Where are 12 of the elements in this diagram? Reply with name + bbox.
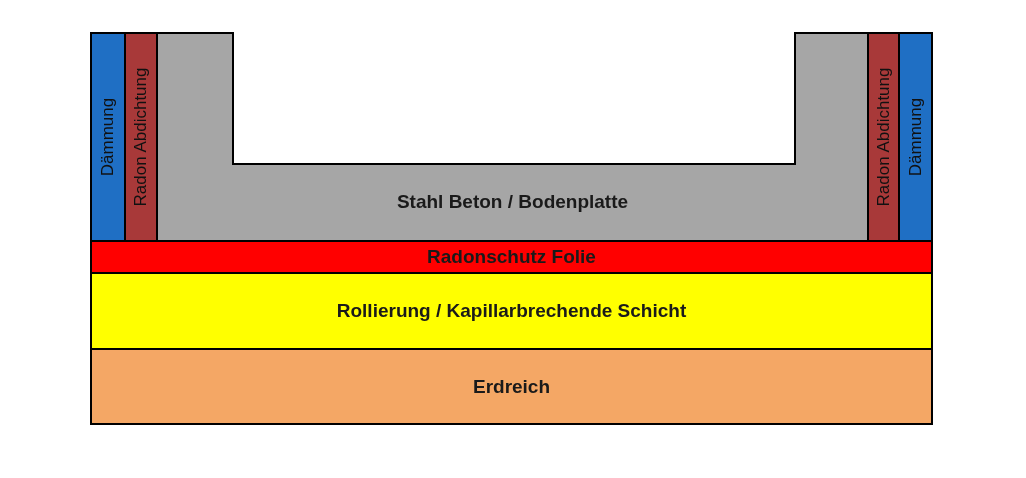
insulation-layer [898, 32, 933, 242]
layer-label: Radon Abdichtung [873, 67, 894, 207]
soil-layer: Erdreich [90, 348, 933, 425]
layer-label: Dämmung [98, 97, 118, 177]
radon-seal-layer [124, 32, 158, 242]
insulation-layer [90, 32, 126, 242]
layer-label: Dämmung [905, 97, 926, 177]
slab-label: Stahl Beton / Bodenplatte [396, 191, 629, 213]
radon-seal-layer [867, 32, 900, 242]
gravel-layer: Rollierung / Kapillarbrechende Schicht [90, 272, 933, 350]
layer-label: Radon Abdichtung [131, 67, 151, 207]
radon-membrane-layer: Radonschutz Folie [90, 240, 933, 274]
